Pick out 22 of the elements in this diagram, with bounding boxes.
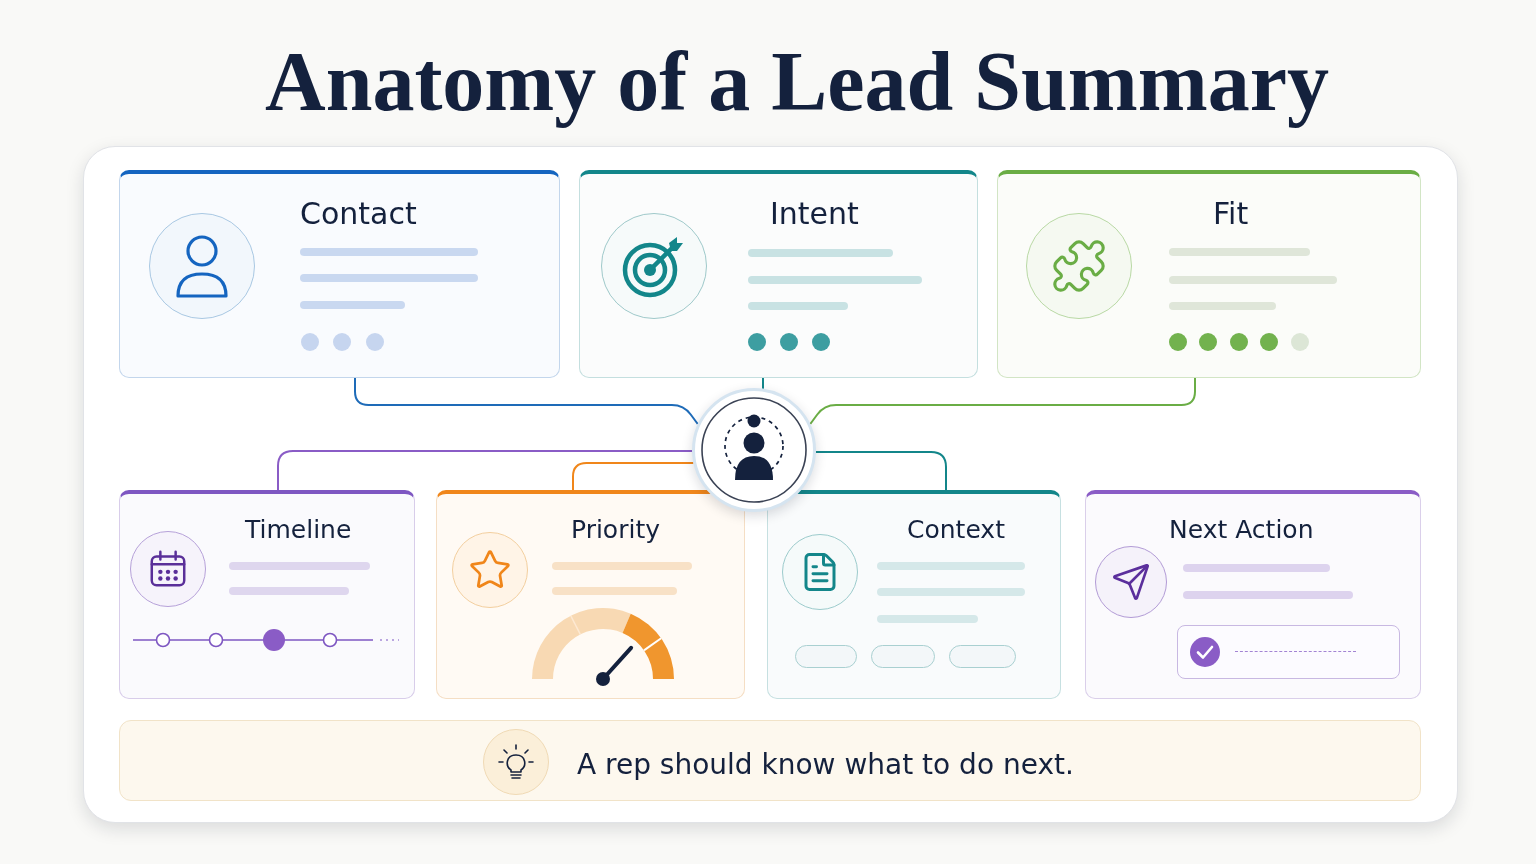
callout-text: A rep should know what to do next. (577, 751, 1074, 779)
connector-line (354, 377, 699, 425)
card-title: Contact (300, 199, 417, 229)
category-card (767, 490, 1061, 699)
card-title: Next Action (1169, 517, 1314, 542)
card-title: Fit (1213, 199, 1249, 229)
connector-line (809, 377, 1196, 425)
category-card (119, 490, 415, 699)
callout-banner (119, 720, 1421, 801)
category-card (579, 170, 978, 378)
card-title: Context (907, 517, 1005, 542)
category-card (997, 170, 1421, 378)
summary-panel (83, 146, 1458, 823)
category-card (1085, 490, 1421, 699)
category-card (436, 490, 745, 699)
card-title: Timeline (245, 517, 352, 542)
connector-line (762, 377, 764, 390)
card-title: Intent (770, 199, 859, 229)
connector-line (277, 450, 693, 491)
card-title: Priority (571, 517, 660, 542)
connector-line (814, 451, 947, 491)
category-card (119, 170, 560, 378)
